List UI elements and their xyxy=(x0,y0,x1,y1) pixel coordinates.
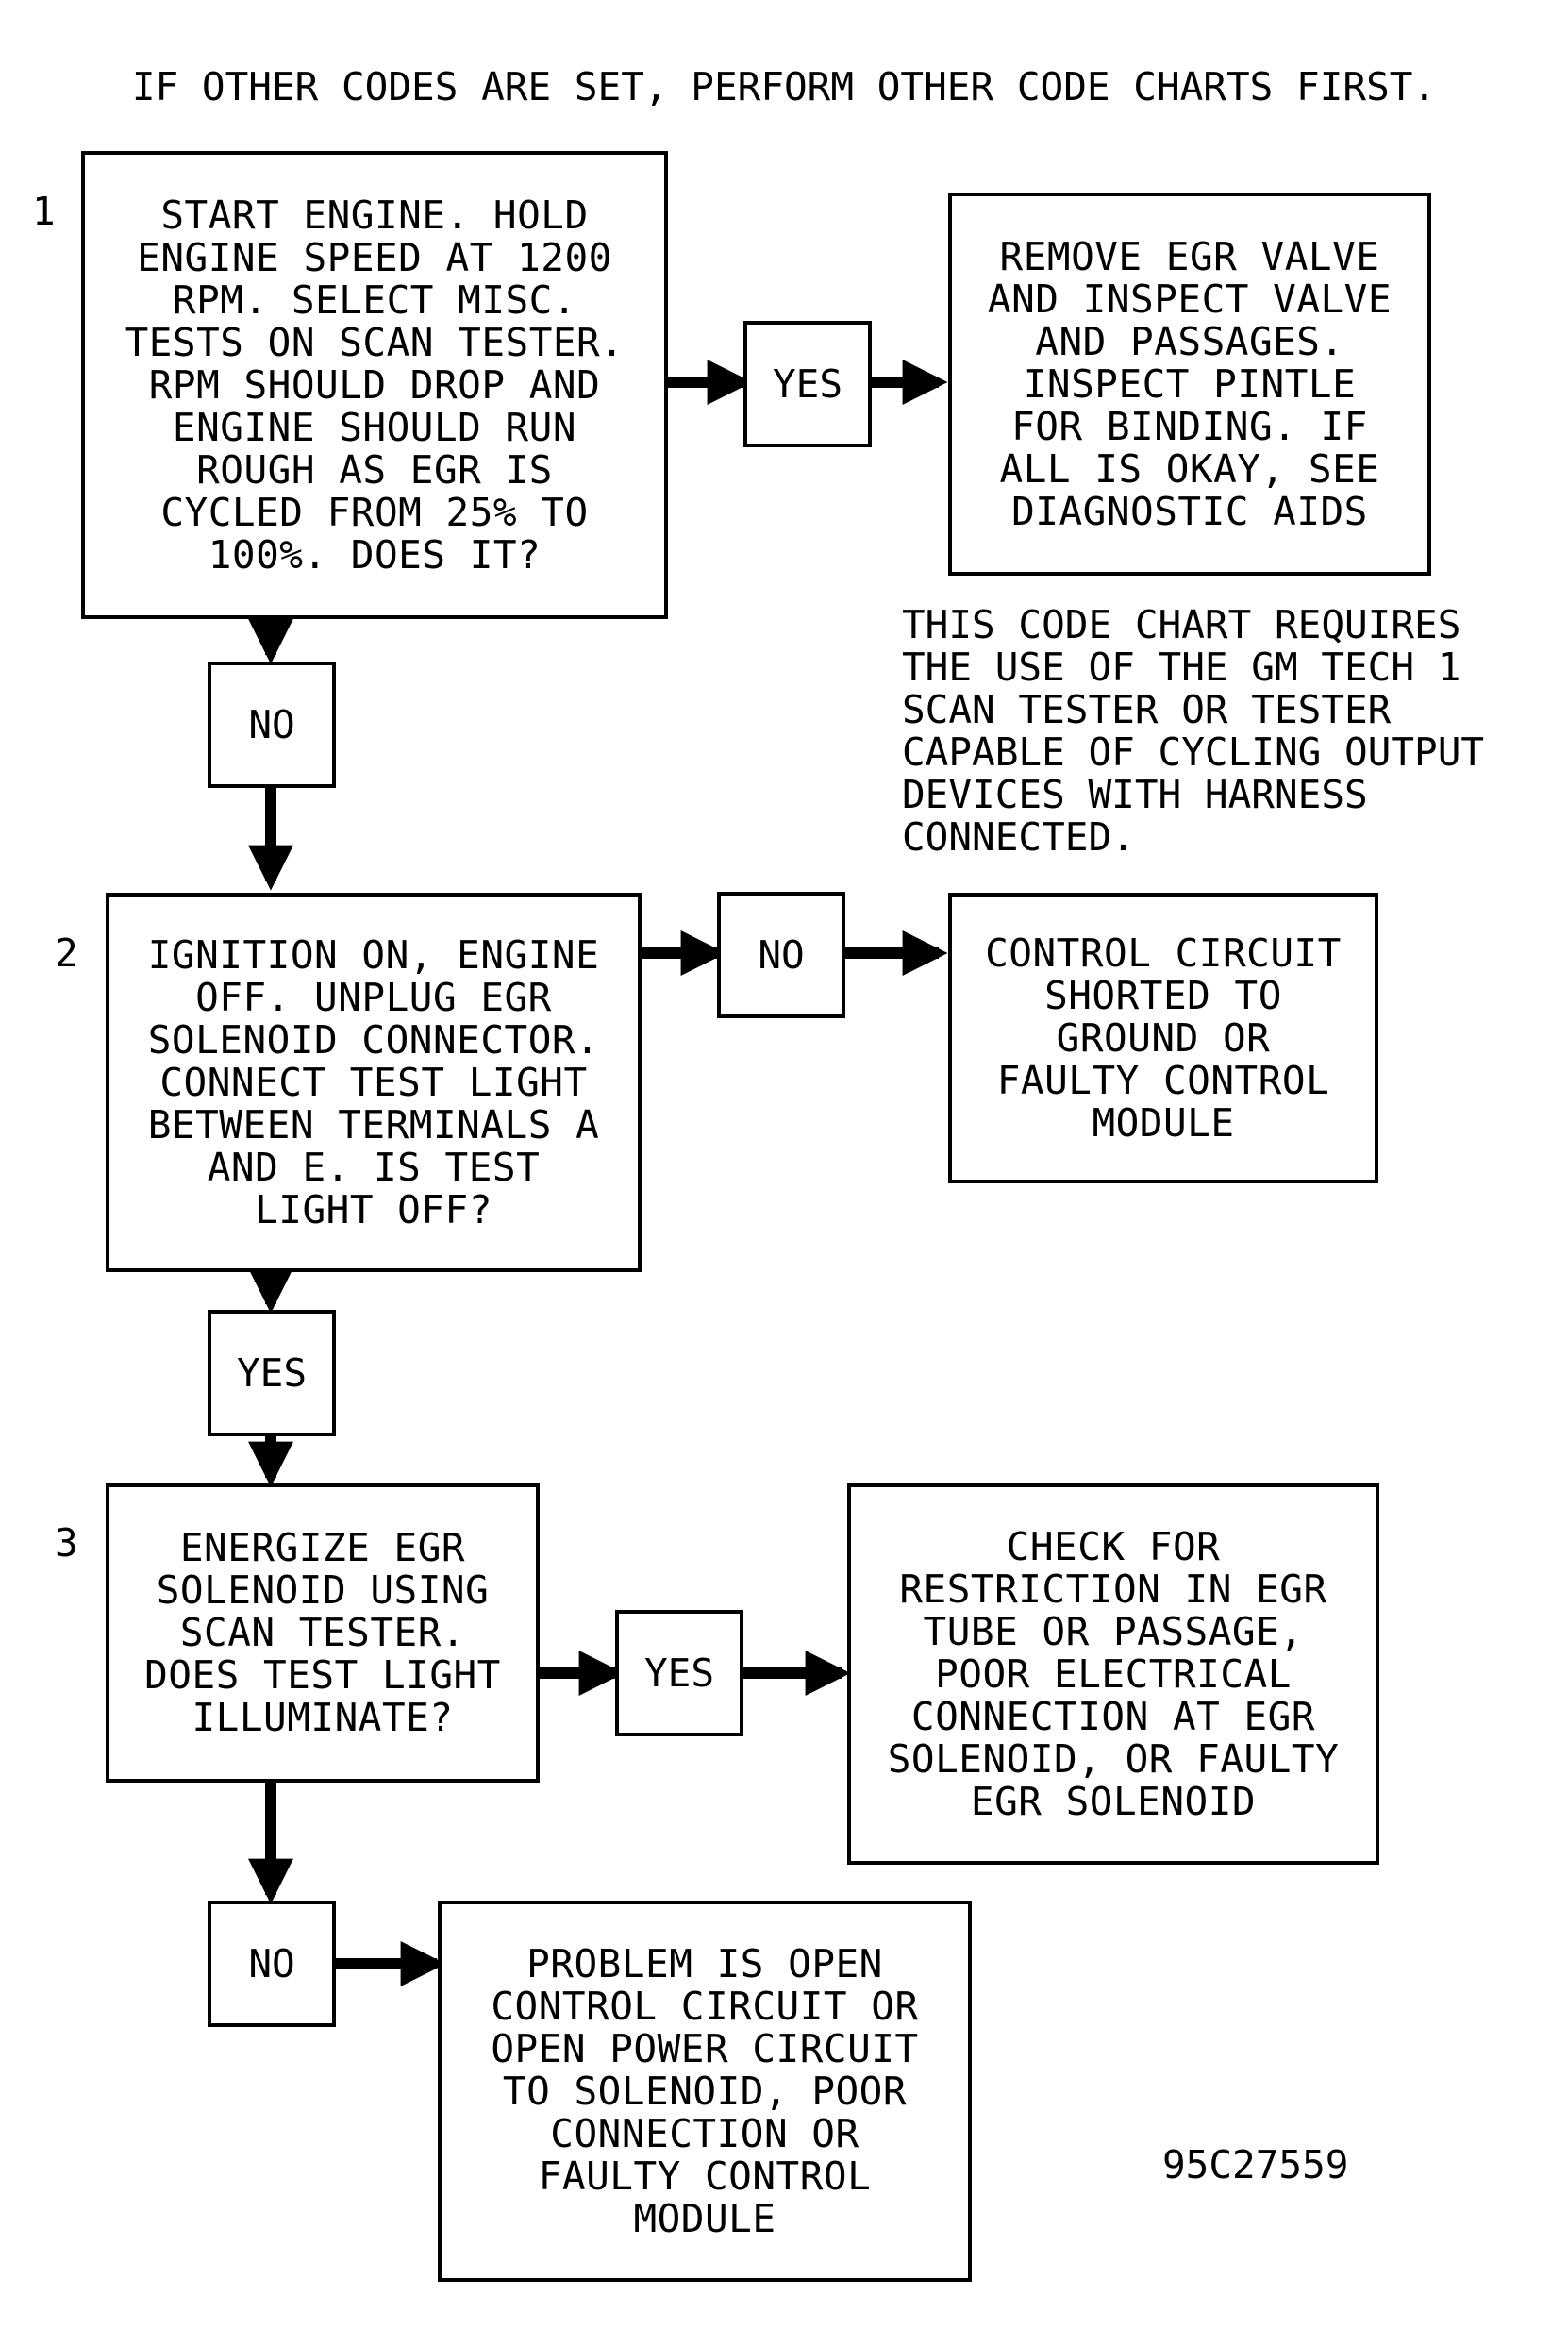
result-step3-no-box: PROBLEM IS OPEN CONTROL CIRCUIT OR OPEN … xyxy=(438,1901,972,2282)
step-number-1: 1 xyxy=(32,189,56,234)
result-step3-no-text: PROBLEM IS OPEN CONTROL CIRCUIT OR OPEN … xyxy=(491,1940,919,2241)
step-2-text: IGNITION ON, ENGINE OFF. UNPLUG EGR SOLE… xyxy=(147,931,600,1232)
step-3-no-label: NO xyxy=(208,1901,336,2027)
step-2-box: IGNITION ON, ENGINE OFF. UNPLUG EGR SOLE… xyxy=(106,893,642,1272)
step-3-text: ENERGIZE EGR SOLENOID USING SCAN TESTER.… xyxy=(144,1525,501,1740)
result-step2-no-text: CONTROL CIRCUIT SHORTED TO GROUND OR FAU… xyxy=(985,930,1342,1146)
result-step3-yes-text: CHECK FOR RESTRICTION IN EGR TUBE OR PAS… xyxy=(887,1523,1340,1824)
result-step1-yes-text: REMOVE EGR VALVE AND INSPECT VALVE AND P… xyxy=(987,233,1393,534)
step-1-box: START ENGINE. HOLD ENGINE SPEED AT 1200 … xyxy=(81,151,668,619)
step-2-yes-label: YES xyxy=(208,1310,336,1436)
result-step3-yes-box: CHECK FOR RESTRICTION IN EGR TUBE OR PAS… xyxy=(847,1483,1379,1865)
header-instruction: IF OTHER CODES ARE SET, PERFORM OTHER CO… xyxy=(131,64,1437,109)
step-1-yes-label: YES xyxy=(743,321,872,447)
step-3-box: ENERGIZE EGR SOLENOID USING SCAN TESTER.… xyxy=(106,1483,540,1783)
result-step2-no-box: CONTROL CIRCUIT SHORTED TO GROUND OR FAU… xyxy=(948,893,1378,1183)
figure-id: 95C27559 xyxy=(1162,2142,1349,2187)
step-number-3: 3 xyxy=(55,1520,78,1566)
step-number-2: 2 xyxy=(55,930,78,976)
result-step1-yes-box: REMOVE EGR VALVE AND INSPECT VALVE AND P… xyxy=(948,193,1431,576)
step-3-yes-label: YES xyxy=(615,1610,743,1736)
step-1-text: START ENGINE. HOLD ENGINE SPEED AT 1200 … xyxy=(125,192,625,578)
tester-requirement-note: THIS CODE CHART REQUIRES THE USE OF THE … xyxy=(902,602,1485,860)
step-1-no-label: NO xyxy=(208,662,336,788)
step-2-no-label: NO xyxy=(717,892,845,1018)
